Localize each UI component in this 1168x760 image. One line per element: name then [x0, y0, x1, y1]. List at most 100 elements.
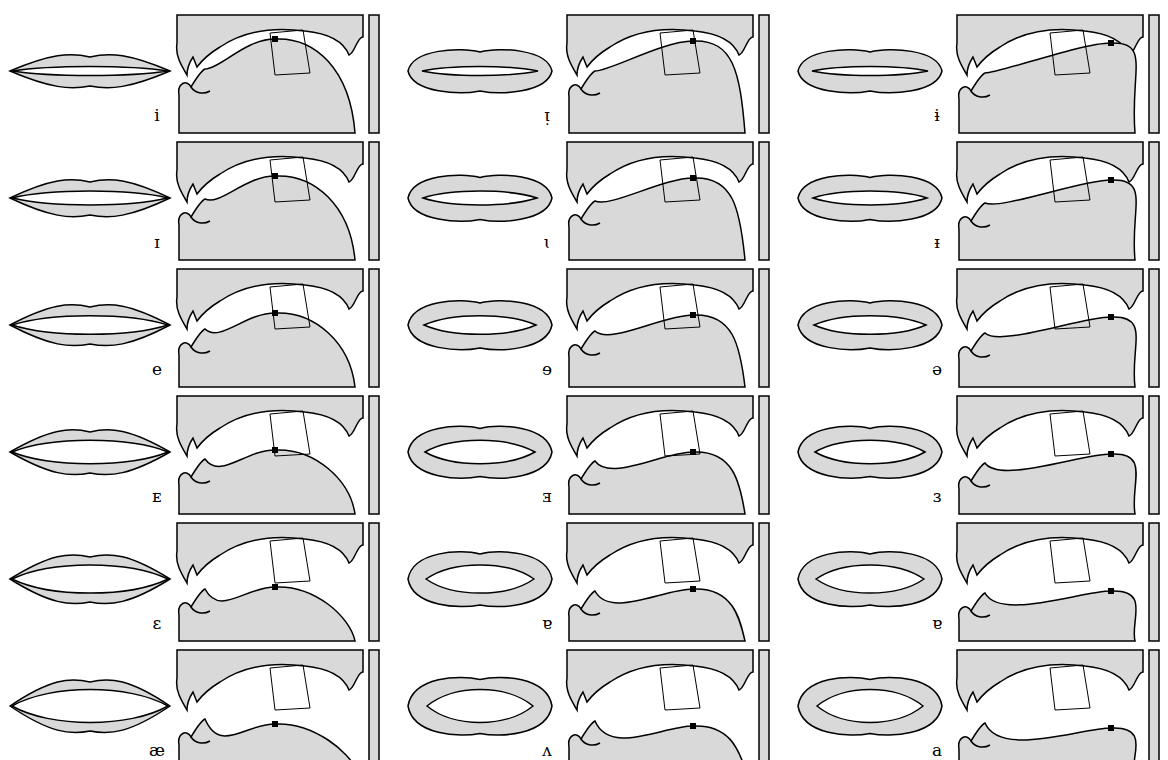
tongue: [179, 313, 355, 387]
tongue-marker: [272, 173, 278, 179]
tongue-marker: [690, 312, 696, 318]
lips-outline: [408, 50, 552, 93]
tongue: [569, 315, 745, 387]
tongue: [179, 176, 355, 260]
pharynx-wall: [369, 523, 379, 641]
lower-teeth: [581, 349, 600, 355]
reference-box: [660, 157, 700, 202]
lips-outline: [10, 555, 170, 604]
pharynx-wall: [759, 523, 769, 641]
tongue-marker: [1108, 725, 1114, 731]
pharynx-wall: [1149, 396, 1159, 514]
lips-outline: [798, 426, 942, 478]
pharynx-wall: [369, 650, 379, 760]
lips-opening: [817, 690, 923, 723]
vowel-symbol: ɐ: [932, 615, 942, 632]
tongue-marker: [1108, 314, 1114, 320]
pharynx-wall: [759, 650, 769, 760]
lips-outline: [798, 50, 942, 93]
lips-opening: [812, 67, 928, 76]
tongue-marker: [272, 721, 278, 727]
pharynx-wall: [759, 269, 769, 387]
lips-opening: [422, 67, 538, 76]
lower-teeth: [971, 91, 990, 97]
lips-opening: [814, 316, 926, 335]
pharynx-wall: [759, 15, 769, 133]
palate: [957, 650, 1143, 710]
reference-box: [270, 665, 310, 710]
tongue: [179, 587, 355, 641]
tongue-marker: [1108, 451, 1114, 457]
tongue-marker: [1108, 177, 1114, 183]
lower-teeth: [191, 87, 210, 93]
lower-teeth: [581, 609, 600, 615]
reference-box: [1050, 411, 1090, 456]
vowel-symbol: ⱻ: [542, 488, 551, 505]
reference-box: [270, 284, 310, 329]
lips-opening: [423, 191, 537, 205]
lips-outline: [408, 552, 552, 607]
tongue: [959, 43, 1136, 133]
pharynx-wall: [759, 142, 769, 260]
vowel-symbol: æ: [149, 742, 165, 759]
reference-box: [270, 157, 310, 202]
tongue-marker: [690, 586, 696, 592]
palate: [567, 523, 753, 583]
vowel-symbol: ɪ: [154, 234, 159, 251]
vowel-symbol: ᴇ: [152, 488, 161, 505]
vowel-symbol: ɘ: [542, 361, 552, 378]
vowel-symbol: ɜ: [933, 488, 942, 505]
vowel-symbol: ᵻ: [934, 234, 939, 251]
lips-outline: [10, 680, 170, 733]
vowel-symbol: e: [152, 361, 162, 378]
palate: [177, 650, 363, 710]
pharynx-wall: [1149, 269, 1159, 387]
lower-teeth: [191, 347, 210, 353]
lips-opening: [427, 690, 533, 723]
tongue-marker: [690, 175, 696, 181]
vowel-symbol: ɐ: [542, 615, 552, 632]
lips-opening: [815, 440, 925, 463]
palate: [567, 269, 753, 329]
lips-opening: [813, 191, 927, 205]
lower-teeth: [581, 89, 600, 95]
lips-outline: [408, 426, 552, 478]
lips-outline: [798, 301, 942, 350]
palate: [177, 396, 363, 456]
pharynx-wall: [369, 396, 379, 514]
vowel-symbol: ə: [932, 361, 942, 378]
lips-outline: [798, 175, 942, 221]
pharynx-wall: [1149, 523, 1159, 641]
tongue-marker: [272, 584, 278, 590]
tongue: [179, 450, 355, 514]
tongue-marker: [1108, 40, 1114, 46]
palate: [567, 396, 753, 456]
tongue-marker: [272, 36, 278, 42]
tongue: [569, 721, 745, 760]
reference-box: [1050, 284, 1090, 329]
lower-teeth: [971, 221, 990, 227]
lips-opening: [12, 565, 168, 593]
tongue-marker: [690, 449, 696, 455]
vowel-symbol: a: [932, 742, 942, 759]
tongue: [179, 719, 355, 760]
lips-opening: [425, 440, 535, 463]
reference-box: [1050, 538, 1090, 583]
reference-box: [660, 30, 700, 75]
lower-teeth: [581, 739, 600, 745]
vowel-symbol: ʌ: [542, 742, 552, 759]
lips-opening: [12, 191, 168, 205]
lower-teeth: [971, 351, 990, 357]
lips-outline: [10, 305, 170, 346]
tongue-marker: [1108, 588, 1114, 594]
vowel-symbol: ɛ: [153, 615, 162, 632]
vowel-symbol: ᴉ: [544, 107, 549, 124]
lips-outline: [798, 677, 942, 735]
reference-box: [660, 411, 700, 456]
tongue-marker: [272, 310, 278, 316]
pharynx-wall: [759, 396, 769, 514]
lower-teeth: [191, 217, 210, 223]
pharynx-wall: [369, 269, 379, 387]
vowel-symbol: ɩ: [544, 234, 551, 251]
pharynx-wall: [369, 142, 379, 260]
